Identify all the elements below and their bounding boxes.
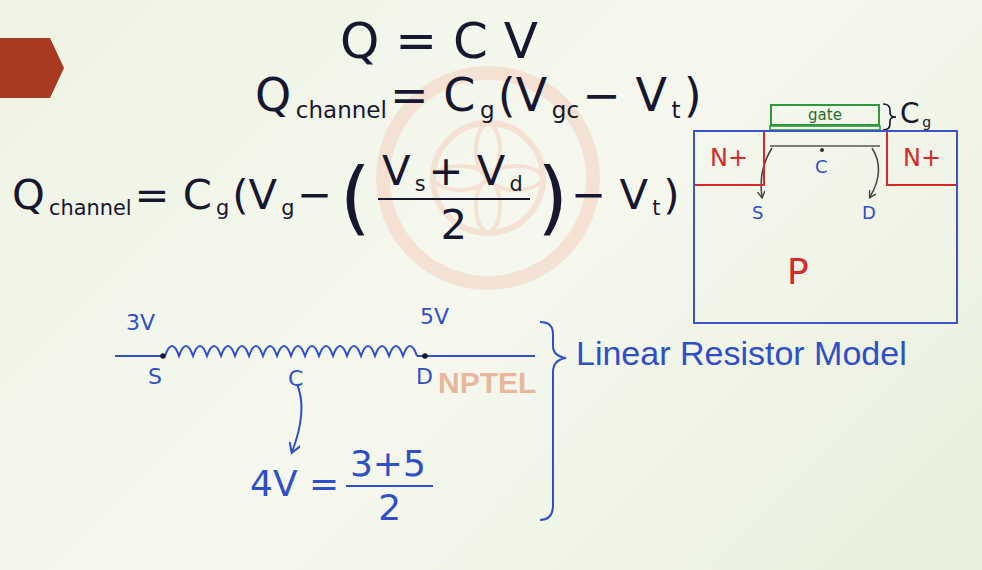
leader-arrow <box>870 148 879 197</box>
terminal-label-text: S <box>148 366 162 388</box>
terminal-label: C <box>288 368 303 390</box>
wire <box>115 355 165 357</box>
math-term: (V <box>232 174 277 216</box>
subscript: t <box>671 99 680 122</box>
subscript: d <box>510 174 523 195</box>
math-term: Q = C V <box>340 16 538 66</box>
terminal-label-text: C <box>288 368 303 390</box>
subscript: channel <box>296 99 387 122</box>
watermark: NPTEL <box>438 368 536 398</box>
math-term: V <box>382 150 411 192</box>
bracket: ( <box>340 158 371 237</box>
slide-tab <box>0 38 64 98</box>
subscript: s <box>415 174 426 195</box>
model-title: Linear Resistor Model <box>576 336 907 370</box>
math-term: − V <box>571 174 648 216</box>
terminal-label-text: S <box>752 204 763 222</box>
node-dot <box>160 353 166 359</box>
brace <box>540 322 566 520</box>
terminal-label-text: C <box>815 158 828 176</box>
terminal-label: S <box>148 366 162 388</box>
node-text: P <box>787 254 809 290</box>
resistor-symbol <box>165 346 417 356</box>
voltage-label: 5V <box>420 306 449 328</box>
subscript: t <box>652 198 660 219</box>
numerator: 3+5 <box>346 446 433 487</box>
terminal-label: S <box>752 204 763 222</box>
math-term: = C <box>390 72 475 118</box>
node-text: N+ <box>710 146 748 170</box>
math-term: 3+5 <box>350 446 426 482</box>
equation: 4V =3+52 <box>250 446 437 526</box>
n-plus-region: N+ <box>886 132 956 186</box>
channel-dot <box>820 148 824 152</box>
model-title-text: Linear Resistor Model <box>576 336 907 370</box>
math-term: Q <box>255 72 291 118</box>
watermark-ring <box>383 73 593 283</box>
capacitance-label: Cg <box>900 100 933 129</box>
math-term: − <box>297 174 332 216</box>
terminal-label: C <box>815 158 828 176</box>
wire <box>417 355 535 357</box>
math-term: Q <box>12 174 45 216</box>
subscript: g <box>922 115 931 129</box>
subscript: gc <box>552 99 579 122</box>
node-dot <box>422 353 428 359</box>
terminal-label-text: D <box>416 366 433 388</box>
denominator: 2 <box>346 487 433 526</box>
channel-line <box>770 145 880 147</box>
math-term: − V <box>582 72 667 118</box>
math-term: 4V = <box>250 466 339 502</box>
terminal-label: D <box>416 366 433 388</box>
equation: Qchannel= Cg(Vgc− Vt) <box>255 72 706 122</box>
node-text: N+ <box>903 146 941 170</box>
numerator: Vs+ Vd <box>378 150 530 200</box>
fraction: Vs+ Vd2 <box>378 150 530 246</box>
watermark-logo <box>383 73 593 283</box>
voltage-label-text: 5V <box>420 306 449 328</box>
equation: Qchannel= Cg(Vg−(Vs+ Vd2)− Vt) <box>12 150 684 246</box>
voltage-label-text: 3V <box>126 312 155 334</box>
subscript: g <box>281 198 294 219</box>
brace <box>883 104 896 130</box>
math-term: = C <box>134 174 211 216</box>
math-term: ) <box>663 174 679 216</box>
bracket: ) <box>537 158 568 237</box>
subscript: g <box>216 198 229 219</box>
math-term: C <box>900 100 920 128</box>
watermark-text: NPTEL <box>438 368 536 398</box>
denominator: 2 <box>378 200 530 245</box>
terminal-label: D <box>862 204 876 222</box>
subscript: channel <box>49 198 132 219</box>
math-term: + V <box>429 150 506 192</box>
gate-box: gate <box>770 104 880 126</box>
equation: Q = C V <box>340 16 543 66</box>
node-text: gate <box>808 108 842 123</box>
n-plus-region: N+ <box>695 132 765 186</box>
denominator-term: 2 <box>378 490 401 526</box>
pointer-arrow <box>292 384 301 452</box>
subscript: g <box>480 99 495 122</box>
leader-arrow <box>761 148 772 197</box>
fraction: 3+52 <box>346 446 433 526</box>
math-term: ) <box>684 72 702 118</box>
denominator-term: 2 <box>441 204 468 246</box>
terminal-label-text: D <box>862 204 876 222</box>
math-term: (V <box>498 72 547 118</box>
voltage-label: 3V <box>126 312 155 334</box>
